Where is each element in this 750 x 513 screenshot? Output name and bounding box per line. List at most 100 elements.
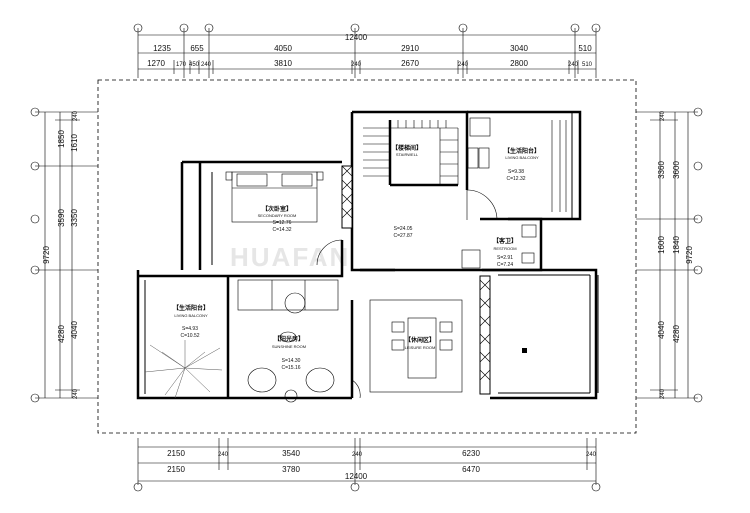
restroom-fixtures xyxy=(461,224,537,269)
top-dim: 510 xyxy=(578,44,592,53)
plant-decoration xyxy=(144,340,223,399)
room-label-stairwell: 【楼梯间】 STAIRWELL S=24.05 C=27.87 xyxy=(392,144,422,239)
left-dim: 4280 xyxy=(57,325,66,343)
room-label-living-balcony-left: 【生活阳台】 LIVING BALCONY S=4.93 C=10.52 xyxy=(173,304,209,339)
watermark: HUAFAN xyxy=(230,242,350,272)
bottom-dimensions: 2150 240 3540 240 6230 240 2150 3780 647… xyxy=(133,438,601,492)
right-axis-bubbles xyxy=(693,107,703,403)
room-name-en: LIVING BALCONY xyxy=(505,155,539,160)
room-name-en: LEISURE ROOM xyxy=(405,345,436,350)
top-dim: 240 xyxy=(568,62,579,68)
room-area-s: S=2.91 xyxy=(497,255,513,261)
marker-square xyxy=(522,348,527,353)
room-area-c: C=14.32 xyxy=(272,227,291,233)
room-area-c: C=10.52 xyxy=(180,333,199,339)
room-name-cn: 【生活阳台】 xyxy=(504,147,540,155)
top-dim: 4050 xyxy=(274,44,292,53)
bottom-total-dim: 12400 xyxy=(345,472,368,481)
room-name-en: RESTROOM xyxy=(493,246,516,251)
right-dim: 4280 xyxy=(672,325,681,343)
room-area-c: C=12.32 xyxy=(506,176,525,182)
room-label-secondary-bedroom: 【次卧室】 SECONDARY ROOM S=12.76 C=14.32 xyxy=(258,205,297,233)
left-total-dim: 9720 xyxy=(42,246,51,264)
room-label-sunshine-room: 【阳光房】 SUNSHINE ROOM S=14.30 C=15.16 xyxy=(272,335,306,371)
bottom-dim: 6230 xyxy=(462,449,480,458)
room-name-cn: 【次卧室】 xyxy=(262,205,292,213)
top-dim: 1235 xyxy=(153,44,171,53)
right-dim: 240 xyxy=(660,110,666,121)
top-dim: 240 xyxy=(458,62,469,68)
room-name-cn: 【客卫】 xyxy=(493,237,517,245)
top-dimensions: 1235 655 4050 2910 3040 510 12400 1270 1… xyxy=(133,23,601,78)
top-dim: 3040 xyxy=(510,44,528,53)
room-name-cn: 【阳光房】 xyxy=(274,335,304,343)
room-area-s: S=12.76 xyxy=(273,220,292,226)
staircase xyxy=(363,120,459,185)
left-dim: 1610 xyxy=(70,134,79,152)
bottom-dim: 2150 xyxy=(167,465,185,474)
right-dimensions: 240 3360 1600 4040 240 3600 1840 4280 97… xyxy=(636,107,703,403)
room-area-s: S=14.30 xyxy=(282,358,301,364)
top-dim: 2910 xyxy=(401,44,419,53)
room-name-cn: 【休闲区】 xyxy=(405,336,435,344)
top-dim: 510 xyxy=(582,62,593,68)
top-dim: 2800 xyxy=(510,59,528,68)
right-total-dim: 9720 xyxy=(685,246,694,264)
left-dimensions: 240 1610 3350 4040 240 1850 3590 4280 97… xyxy=(30,107,98,403)
top-dim: 3810 xyxy=(274,59,292,68)
left-dim: 3590 xyxy=(57,209,66,227)
room-label-living-balcony-right: 【生活阳台】 LIVING BALCONY S=9.38 C=12.32 xyxy=(504,147,540,182)
right-dim: 3600 xyxy=(672,161,681,179)
bottom-dim: 3540 xyxy=(282,449,300,458)
right-dim: 3360 xyxy=(657,161,666,179)
left-dim: 3350 xyxy=(70,209,79,227)
room-label-restroom: 【客卫】 RESTROOM S=2.91 C=7.24 xyxy=(493,237,517,268)
site-boundary xyxy=(97,79,637,434)
room-area-c: C=15.16 xyxy=(281,365,300,371)
top-dim: 450 xyxy=(189,62,200,68)
doors xyxy=(316,189,498,399)
room-area-s: S=9.38 xyxy=(508,169,524,175)
bottom-dim: 240 xyxy=(586,452,597,458)
top-total-dim: 12400 xyxy=(345,33,368,42)
bottom-axis-bubbles xyxy=(133,482,601,492)
cabinet xyxy=(479,275,491,395)
top-dim: 2670 xyxy=(401,59,419,68)
top-axis-bubbles xyxy=(133,23,601,33)
bed xyxy=(225,171,324,223)
room-name-cn: 【生活阳台】 xyxy=(173,304,209,312)
left-dim: 1850 xyxy=(57,130,66,148)
top-dim: 240 xyxy=(351,62,362,68)
left-dim: 4040 xyxy=(70,321,79,339)
room-name-en: SECONDARY ROOM xyxy=(258,213,297,218)
room-area-c: C=7.24 xyxy=(497,262,513,268)
bottom-dim: 240 xyxy=(218,452,229,458)
top-dim: 1270 xyxy=(147,59,165,68)
sunshine-furniture xyxy=(237,279,339,403)
bottom-dim: 6470 xyxy=(462,465,480,474)
wardrobe xyxy=(341,165,353,229)
top-dim: 655 xyxy=(190,44,204,53)
room-label-leisure-room: 【休闲区】 LEISURE ROOM xyxy=(405,336,436,350)
room-area-s: S=24.05 xyxy=(394,226,413,232)
room-name-en: LIVING BALCONY xyxy=(174,313,208,318)
right-dim: 1840 xyxy=(672,236,681,254)
bottom-dim: 240 xyxy=(352,452,363,458)
left-dim: 240 xyxy=(73,388,79,399)
top-dim: 240 xyxy=(201,62,212,68)
left-dim: 240 xyxy=(73,110,79,121)
bottom-dim: 2150 xyxy=(167,449,185,458)
walls xyxy=(136,110,599,400)
left-axis-bubbles xyxy=(30,107,40,403)
right-dim: 240 xyxy=(660,388,666,399)
room-name-en: SUNSHINE ROOM xyxy=(272,344,306,349)
room-area-c: C=27.87 xyxy=(393,233,412,239)
room-area-s: S=4.93 xyxy=(182,326,198,332)
top-dim: 170 xyxy=(176,62,187,68)
right-dim: 1600 xyxy=(657,236,666,254)
room-name-cn: 【楼梯间】 xyxy=(392,144,422,152)
leisure-furniture xyxy=(369,299,463,393)
bottom-dim: 3780 xyxy=(282,465,300,474)
balcony-fixtures xyxy=(467,117,567,212)
